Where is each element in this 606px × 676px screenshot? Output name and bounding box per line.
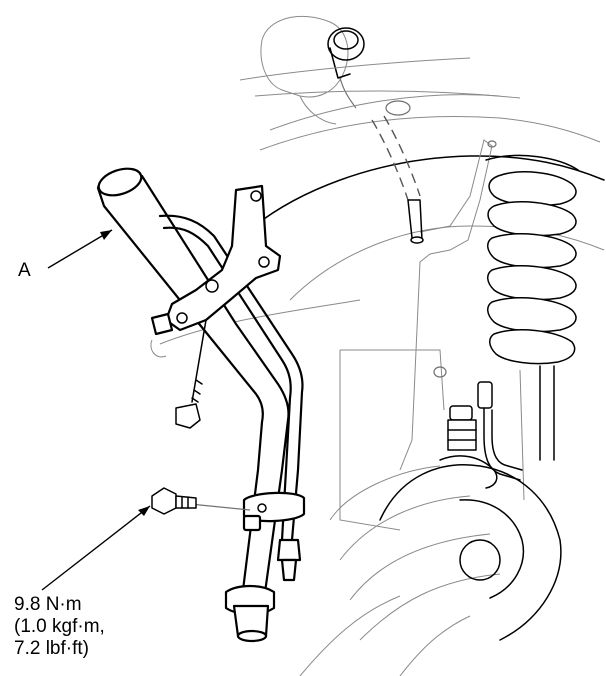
suspension-strut [485, 154, 579, 501]
vehicle-body-background [150, 15, 605, 676]
torque-nm: 9.8 N·m [14, 594, 82, 615]
torque-lbf: 7.2 lbf·ft) [14, 638, 89, 659]
vent-tube-dashed [371, 115, 424, 244]
bolt-lower [151, 487, 251, 515]
leader-line-a [47, 229, 113, 269]
brake-hose-fittings [379, 381, 562, 641]
leader-line-torque [41, 505, 151, 591]
part-a-label: A [18, 260, 31, 281]
torque-kgf: (1.0 kgf·m, [14, 616, 105, 637]
torque-spec: 9.8 N·m (1.0 kgf·m, 7.2 lbf·ft) [14, 594, 105, 660]
fuel-filler-pipe [96, 167, 306, 643]
bolt-upper [175, 319, 207, 429]
leader-arrow-a [100, 230, 112, 240]
leader-arrow-torque [138, 506, 150, 516]
